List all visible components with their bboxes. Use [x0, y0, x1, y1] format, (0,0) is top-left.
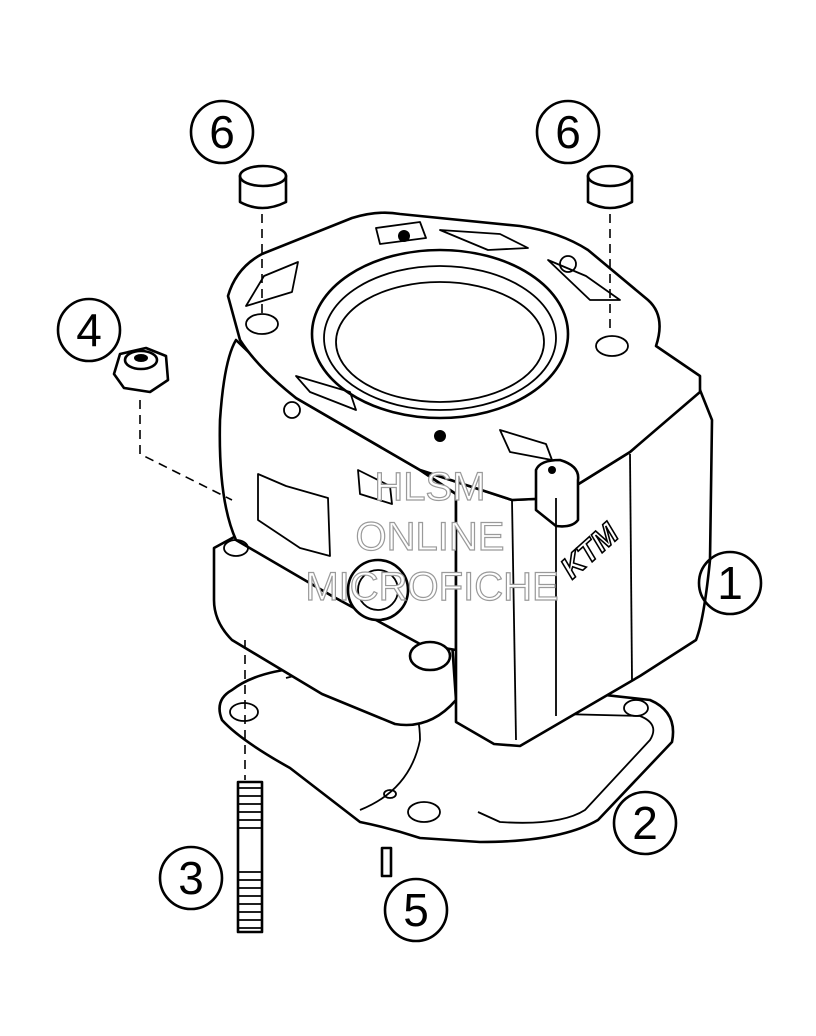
- callout-2[interactable]: 2: [612, 790, 678, 856]
- callout-4[interactable]: 4: [56, 297, 122, 363]
- callout-3[interactable]: 3: [158, 845, 224, 911]
- callout-1[interactable]: 1: [697, 550, 763, 616]
- watermark-line1: HLSM: [374, 465, 485, 509]
- callout-2-label: 2: [632, 797, 658, 849]
- callout-5[interactable]: 5: [383, 877, 449, 943]
- cylinder[interactable]: KTM: [212, 211, 714, 748]
- assembly-lines: [139, 214, 611, 780]
- watermark-line3: MICROFICHE: [305, 565, 558, 609]
- callout-4-label: 4: [76, 304, 102, 356]
- watermark: HLSM ONLINE MICROFICHE: [305, 464, 560, 609]
- callout-6-right[interactable]: 6: [535, 99, 601, 165]
- dowel-sleeve-left[interactable]: [238, 164, 288, 210]
- flange-nut[interactable]: [112, 346, 170, 394]
- callout-3-label: 3: [178, 852, 204, 904]
- watermark-line2: ONLINE: [356, 515, 505, 559]
- callout-6-right-label: 6: [555, 106, 581, 158]
- stud-bolt[interactable]: [236, 780, 264, 934]
- callout-6-left-label: 6: [209, 106, 235, 158]
- callout-5-label: 5: [403, 884, 429, 936]
- callout-1-label: 1: [717, 557, 743, 609]
- callout-6-left[interactable]: 6: [189, 99, 255, 165]
- dowel-pin[interactable]: [380, 846, 393, 878]
- dowel-sleeve-right[interactable]: [586, 164, 634, 210]
